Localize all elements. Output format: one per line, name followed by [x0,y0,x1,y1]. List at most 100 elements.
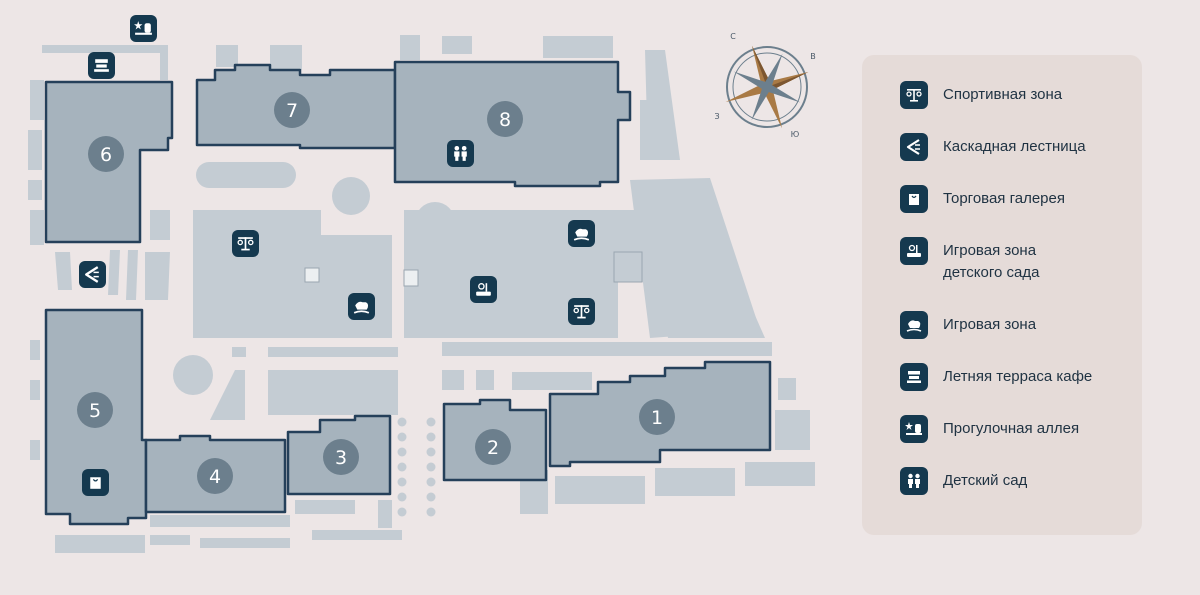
legend-item-play-zone[interactable]: Игровая зона [900,311,1142,363]
kindergarten-icon[interactable] [447,140,474,167]
building-marker-8[interactable]: 8 [487,101,523,137]
building-marker-5[interactable]: 5 [77,392,113,428]
tree [426,477,436,487]
tree [397,507,407,517]
legend-item-cascade-stairs[interactable]: Каскадная лестница [900,133,1142,185]
legend-item-walking-alley[interactable]: Прогулочная аллея [900,415,1142,467]
landscape-block [640,100,665,160]
tree [397,492,407,502]
compass-south: Ю [791,130,800,139]
annex [378,500,392,528]
annex [145,252,170,300]
tree [397,417,407,427]
annex [30,440,40,460]
cafe-terrace-icon [900,363,928,391]
legend-label: Прогулочная аллея [943,420,1080,437]
walkway [268,347,398,357]
legend-item-shopping-gallery[interactable]: Торговая галерея [900,185,1142,237]
building-marker-1[interactable]: 1 [639,399,675,435]
annex [150,535,190,545]
kiosk [613,251,643,283]
building-number: 4 [209,466,221,488]
annex [200,538,290,548]
walking-alley-icon[interactable] [130,15,157,42]
building-marker-7[interactable]: 7 [274,92,310,128]
play-zone-icon[interactable] [348,293,375,320]
building-number: 1 [651,407,663,429]
annex [108,250,120,295]
tree [397,432,407,442]
kindergarten-playground-icon[interactable] [470,276,497,303]
annex [270,45,302,70]
walkway [512,372,592,390]
annex [126,250,138,300]
building-markers: 1 2 3 4 5 6 7 [77,92,675,494]
tree [397,447,407,457]
green-strip [196,162,296,188]
legend-panel: Спортивная зона Каскадная лестница Торго… [862,55,1142,535]
annex [216,45,238,67]
cascade-stairs-icon[interactable] [79,261,106,288]
legend-item-cafe-terrace[interactable]: Летняя терраса кафе [900,363,1142,415]
tree [426,507,436,517]
tree-row [397,417,436,517]
legend-label: Игровая зона [943,316,1037,333]
kiosk [403,269,419,287]
courtyard-block [404,210,552,338]
cafe-terrace-icon[interactable] [88,52,115,79]
compass-east: В [810,52,816,61]
building-marker-6[interactable]: 6 [88,136,124,172]
tree [426,432,436,442]
building-number: 2 [487,437,499,459]
building-marker-3[interactable]: 3 [323,439,359,475]
play-zone-icon[interactable] [568,220,595,247]
building-number: 7 [286,100,298,122]
legend-item-kindergarten-playground[interactable]: Игровая зона детского сада [900,237,1142,311]
legend-item-kindergarten[interactable]: Детский сад [900,467,1142,519]
annex [28,180,42,200]
walking-alley-icon [900,415,928,443]
legend-label: Каскадная лестница [943,138,1086,155]
compass-west: З [714,112,719,121]
sports-zone-icon[interactable] [232,230,259,257]
annex [150,210,170,240]
annex [295,500,355,514]
annex [42,45,167,53]
tree [426,462,436,472]
building-number: 8 [499,109,511,131]
building-marker-2[interactable]: 2 [475,429,511,465]
courtyard-block [321,235,392,338]
walkway [210,370,245,420]
annex [30,210,44,245]
walkway [442,370,464,390]
annex [312,530,402,540]
round-plaza [173,355,213,395]
compass-rose: С В Ю З [714,32,816,139]
sports-zone-icon[interactable] [568,298,595,325]
tree [397,477,407,487]
legend-item-sports-zone[interactable]: Спортивная зона [900,81,1142,133]
building-number: 6 [100,144,112,166]
tree [426,417,436,427]
courtyard-block [193,210,321,338]
legend-label: Игровая зона детского сада [943,242,1040,281]
shopping-gallery-icon[interactable] [82,469,109,496]
walkway [778,378,796,400]
walkway [775,410,810,450]
cascade-stairs-icon [900,133,928,161]
walkway [745,462,815,486]
legend-label: Спортивная зона [943,86,1063,103]
building-marker-4[interactable]: 4 [197,458,233,494]
annex [543,36,613,58]
legend-label: Детский сад [943,472,1028,489]
kindergarten-playground-icon [900,237,928,265]
walkway [476,370,494,390]
annex [28,130,42,170]
play-zone-icon [900,311,928,339]
shopping-gallery-icon [900,185,928,213]
walkway [232,347,246,357]
kindergarten-icon [900,467,928,495]
annex [442,36,472,54]
